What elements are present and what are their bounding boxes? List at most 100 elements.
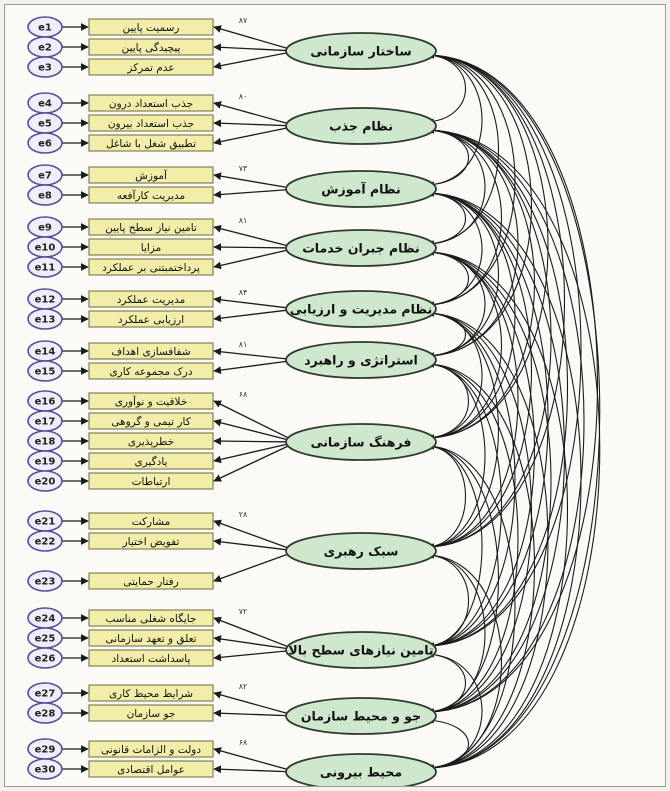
covariance-arc: [427, 717, 469, 771]
error-label: e7: [38, 171, 52, 182]
indicator-label: تعلق و تعهد سازمانی: [105, 633, 196, 645]
latent-construct: [285, 697, 437, 735]
covariance-arc: [427, 552, 470, 649]
indicator-label: تفویض اختیار: [122, 536, 180, 548]
covariance-arc: [427, 309, 549, 772]
error-term: [27, 184, 63, 206]
loading-value: ۷۲: [239, 607, 248, 616]
covariance-arc: [427, 248, 552, 716]
latent-label: استراتژی و راهبرد: [304, 353, 418, 368]
error-label: e24: [35, 614, 56, 625]
error-term: [27, 308, 63, 330]
indicator-label: ارتباطات: [132, 476, 171, 488]
error-label: e14: [35, 347, 56, 358]
indicator-box: [88, 609, 214, 627]
covariance-arc: [427, 52, 483, 188]
loading-arrow: [213, 437, 291, 445]
latent-label: جو و محیط سازمان: [301, 709, 421, 724]
loading-arrow: [213, 444, 291, 482]
indicator-label: دولت و الزامات قانونی: [101, 744, 201, 756]
latent-construct: [285, 290, 437, 328]
indicator-box: [88, 342, 214, 360]
covariance-arc: [427, 551, 502, 772]
indicator-box: [88, 114, 214, 132]
indicator-box: [88, 704, 214, 722]
covariance-arc: [427, 189, 582, 772]
loading-arrow: [213, 188, 291, 199]
loading-arrow: [213, 347, 291, 360]
loading-value: ۶۸: [239, 390, 248, 399]
error-label: e20: [35, 477, 56, 488]
error-label: e30: [35, 765, 56, 776]
error-label: e10: [35, 243, 56, 254]
covariance-arc: [427, 442, 516, 772]
covariance-arc: [427, 51, 566, 551]
error-label: e27: [35, 689, 56, 700]
loading-arrow: [213, 537, 291, 551]
covariance-arc: [427, 651, 483, 771]
indicator-label: مزایا: [141, 242, 161, 254]
indicator-box: [88, 472, 214, 490]
loading-value: ۸۱: [239, 340, 248, 349]
covariance-arc: [427, 248, 569, 772]
error-term: [27, 647, 63, 669]
indicator-box: [88, 532, 214, 550]
error-label: e21: [35, 517, 56, 528]
indicator-label: شرایط محیط کاری: [109, 688, 193, 700]
latent-label: محیط بیرونی: [320, 765, 402, 780]
error-term: [27, 530, 63, 552]
covariance-arc: [427, 651, 466, 715]
error-label: e13: [35, 315, 56, 326]
covariance-arc: [427, 189, 549, 650]
covariance-arc: [427, 309, 516, 650]
latent-label: نظام آموزش: [321, 182, 400, 198]
error-label: e12: [35, 295, 56, 306]
indicator-label: تطبیق شغل با شاغل: [106, 138, 196, 150]
indicator-box: [88, 412, 214, 430]
latent-construct: [285, 631, 437, 669]
indicator-label: عدم تمرکز: [126, 62, 174, 74]
indicator-box: [88, 238, 214, 256]
loading-arrow: [213, 747, 291, 771]
error-label: e4: [38, 99, 52, 110]
error-label: e11: [35, 263, 56, 274]
latent-construct: [285, 423, 437, 461]
indicator-label: جایگاه شغلی مناسب: [106, 612, 197, 625]
covariance-arc: [427, 126, 569, 650]
error-term: [27, 470, 63, 492]
latent-construct: [285, 170, 437, 208]
loading-arrow: [213, 43, 291, 52]
loading-arrow: [213, 309, 291, 323]
loading-value: ۷۳: [239, 164, 248, 173]
indicator-label: کار تیمی و گروهی: [111, 415, 190, 428]
indicator-label: پیچیدگی پایین: [122, 41, 181, 54]
indicator-label: عوامل اقتصادی: [117, 764, 185, 776]
latent-label: نظام جذب: [329, 119, 393, 135]
covariance-arc: [427, 126, 601, 772]
indicator-label: خطرپذیری: [128, 436, 174, 448]
indicator-box: [88, 18, 214, 36]
covariance-arc: [427, 248, 519, 551]
loading-arrow: [213, 51, 291, 70]
latent-label: سبک رهبری: [324, 544, 399, 559]
loading-arrow: [213, 765, 291, 774]
covariance-arc: [427, 361, 486, 550]
indicator-label: آموزش: [135, 169, 168, 182]
loading-arrow: [213, 243, 291, 251]
indicator-box: [88, 38, 214, 56]
loading-arrow: [213, 295, 291, 309]
covariance-arc: [427, 248, 536, 650]
indicator-box: [88, 684, 214, 702]
indicator-box: [88, 290, 214, 308]
latent-construct: [285, 753, 437, 786]
indicator-box: [88, 629, 214, 647]
loading-value: ۶۸: [239, 738, 248, 747]
indicator-box: [88, 392, 214, 410]
latent-label: نظام جبران خدمات: [302, 241, 420, 257]
latent-label: تامین نیازهای سطح بالا: [288, 643, 433, 658]
indicator-label: پاسداشت استعداد: [112, 653, 191, 665]
error-label: e3: [38, 63, 52, 74]
indicator-label: تامین نیاز سطح پایین: [105, 222, 197, 234]
